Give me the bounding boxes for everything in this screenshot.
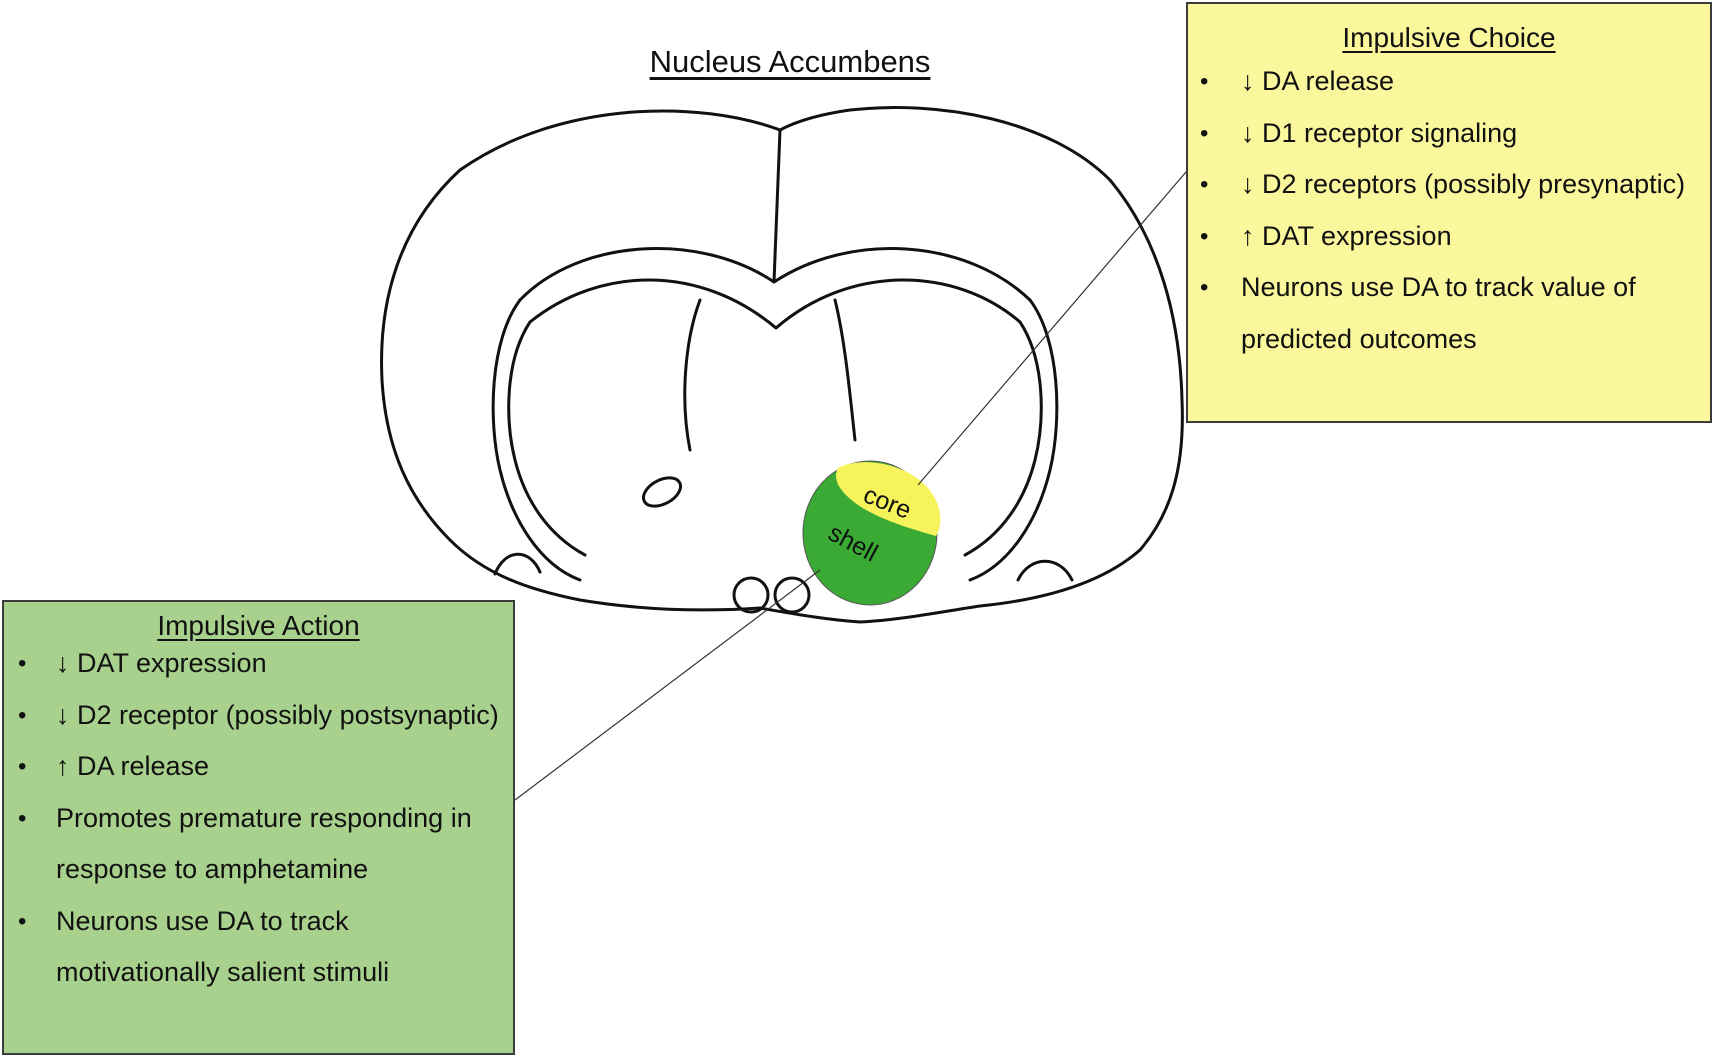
corpus-callosum <box>518 247 1032 302</box>
midline <box>772 128 782 284</box>
anterior-commissure <box>641 476 683 508</box>
brain-outline <box>380 106 1184 624</box>
left-striatum-edge <box>683 298 702 452</box>
olfactory-circle-right <box>773 576 811 614</box>
left-lateral-bump <box>493 552 542 576</box>
core-region <box>836 462 941 536</box>
list-item: ↓ D2 receptors (possibly presynaptic) <box>1188 159 1710 211</box>
right-white-matter <box>968 298 1059 582</box>
list-item: ↓ D2 receptor (possibly postsynaptic) <box>4 690 513 742</box>
right-ventricle <box>963 320 1043 557</box>
right-striatum-edge <box>833 298 857 442</box>
list-item: ↓ DA release <box>1188 56 1710 108</box>
right-lateral-bump <box>1016 559 1074 582</box>
connector-line-choice <box>917 171 1187 486</box>
impulsive-action-box: Impulsive Action ↓ DAT expression ↓ D2 r… <box>2 600 515 1055</box>
impulsive-action-heading: Impulsive Action <box>157 610 360 641</box>
list-item: Neurons use DA to track value of predict… <box>1188 262 1710 365</box>
list-item: Promotes premature responding in respons… <box>4 793 513 896</box>
list-item: Neurons use DA to track motivationally s… <box>4 896 513 999</box>
left-white-matter <box>491 298 582 582</box>
olfactory-circle-left <box>732 576 770 614</box>
left-ventricle <box>507 320 587 557</box>
nucleus-accumbens-region: core shell <box>802 460 941 606</box>
list-item: ↓ DAT expression <box>4 638 513 690</box>
impulsive-action-list: ↓ DAT expression ↓ D2 receptor (possibly… <box>4 638 513 999</box>
page-title: Nucleus Accumbens <box>649 44 931 79</box>
impulsive-choice-heading: Impulsive Choice <box>1342 22 1556 53</box>
impulsive-choice-box: Impulsive Choice ↓ DA release ↓ D1 recep… <box>1186 2 1712 423</box>
list-item: ↑ DAT expression <box>1188 211 1710 263</box>
impulsive-choice-list: ↓ DA release ↓ D1 receptor signaling ↓ D… <box>1188 56 1710 365</box>
corpus-callosum-inner <box>528 278 1022 330</box>
list-item: ↓ D1 receptor signaling <box>1188 108 1710 160</box>
list-item: ↑ DA release <box>4 741 513 793</box>
connector-line-action <box>514 569 821 801</box>
